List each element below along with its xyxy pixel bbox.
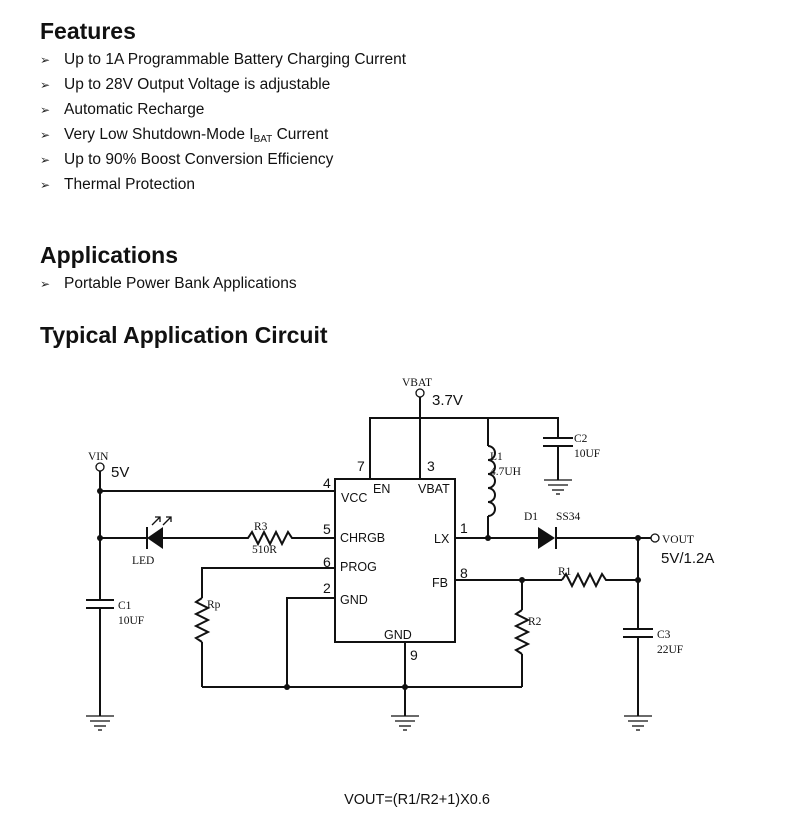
pin-vcc-label: VCC bbox=[341, 491, 367, 505]
vbat-terminal bbox=[415, 388, 425, 398]
l1-inductor bbox=[487, 445, 496, 517]
r3-value: 510R bbox=[252, 544, 277, 556]
arrowhead-bullet-icon: ➢ bbox=[40, 78, 51, 92]
list-item-text: Up to 28V Output Voltage is adjustable bbox=[64, 76, 331, 93]
list-item-text: Up to 1A Programmable Battery Charging C… bbox=[64, 51, 407, 68]
rp-resistor bbox=[193, 597, 211, 643]
vbat-label: VBAT bbox=[402, 377, 432, 389]
c3-label: C3 bbox=[657, 629, 671, 641]
pin-vbat-number: 3 bbox=[427, 458, 435, 474]
ic-chip-body bbox=[334, 478, 456, 643]
pin-lx-number: 1 bbox=[460, 520, 468, 536]
arrowhead-bullet-icon: ➢ bbox=[40, 178, 51, 192]
l1-value: 4.7UH bbox=[490, 466, 521, 478]
r1-label: R1 bbox=[558, 566, 572, 578]
vin-voltage: 5V bbox=[111, 464, 129, 481]
vbat-voltage: 3.7V bbox=[432, 392, 463, 409]
applications-heading: Applications bbox=[40, 242, 179, 268]
junction-dot bbox=[485, 535, 491, 541]
pin-chrgb-number: 5 bbox=[323, 521, 331, 537]
ground-icon bbox=[391, 715, 419, 731]
vout-value: 5V/1.2A bbox=[661, 550, 714, 567]
led-label: LED bbox=[132, 555, 154, 567]
pin-gnd-left-number: 2 bbox=[323, 580, 331, 596]
list-item: ➢ Up to 90% Boost Conversion Efficiency bbox=[40, 147, 406, 172]
r3-resistor bbox=[163, 529, 335, 547]
r3-label: R3 bbox=[254, 521, 268, 533]
ground-icon bbox=[86, 715, 114, 731]
vout-terminal bbox=[650, 533, 660, 543]
pin-en-number: 7 bbox=[357, 458, 365, 474]
l1-label: L1 bbox=[490, 451, 503, 463]
junction-dot bbox=[97, 488, 103, 494]
pin-prog-number: 6 bbox=[323, 554, 331, 570]
pin-vcc-number: 4 bbox=[323, 475, 331, 491]
pin-gnd-bottom-number: 9 bbox=[410, 647, 418, 663]
circuit-heading: Typical Application Circuit bbox=[40, 322, 328, 348]
ground-icon bbox=[624, 715, 652, 731]
list-item-text: Up to 90% Boost Conversion Efficiency bbox=[64, 151, 334, 168]
pin-fb-number: 8 bbox=[460, 565, 468, 581]
r1-resistor bbox=[561, 571, 638, 589]
arrowhead-bullet-icon: ➢ bbox=[40, 128, 51, 142]
wire bbox=[201, 567, 335, 598]
arrowhead-bullet-icon: ➢ bbox=[40, 103, 51, 117]
c3-value: 22UF bbox=[657, 644, 683, 656]
list-item: ➢ Very Low Shutdown-Mode IBAT Current bbox=[40, 122, 406, 147]
pin-gnd-bottom-label: GND bbox=[384, 628, 412, 642]
junction-dot bbox=[97, 535, 103, 541]
list-item: ➢ Portable Power Bank Applications bbox=[40, 271, 297, 296]
vin-terminal bbox=[95, 462, 105, 472]
list-item-text: Thermal Protection bbox=[64, 176, 195, 193]
application-circuit-diagram: VBAT 3.7V C2 10UF L1 4.7UH 7 3 VCC EN VB… bbox=[86, 377, 714, 731]
d1-value: SS34 bbox=[556, 511, 581, 523]
list-item-text: Portable Power Bank Applications bbox=[64, 275, 297, 292]
applications-list: ➢ Portable Power Bank Applications bbox=[40, 271, 297, 296]
c2-value: 10UF bbox=[574, 448, 600, 460]
pin-vbat-label: VBAT bbox=[418, 482, 450, 496]
c1-label: C1 bbox=[118, 600, 132, 612]
vout-label: VOUT bbox=[662, 534, 694, 546]
ground-icon bbox=[544, 479, 572, 495]
rp-label: Rp bbox=[207, 599, 221, 611]
pin-fb-label: FB bbox=[432, 576, 448, 590]
r2-resistor bbox=[513, 609, 531, 655]
arrowhead-bullet-icon: ➢ bbox=[40, 53, 51, 67]
arrowhead-bullet-icon: ➢ bbox=[40, 153, 51, 167]
junction-dot bbox=[284, 684, 290, 690]
features-heading: Features bbox=[40, 18, 136, 44]
wire bbox=[369, 417, 559, 479]
pin-lx-label: LX bbox=[434, 532, 450, 546]
pin-en-label: EN bbox=[373, 482, 390, 496]
list-item-text: Very Low Shutdown-Mode I bbox=[64, 126, 254, 143]
r2-label: R2 bbox=[528, 616, 542, 628]
pin-chrgb-label: CHRGB bbox=[340, 531, 385, 545]
arrowhead-bullet-icon: ➢ bbox=[40, 277, 51, 291]
pin-gnd-left-label: GND bbox=[340, 593, 368, 607]
led-diode bbox=[147, 527, 163, 549]
c1-value: 10UF bbox=[118, 615, 144, 627]
features-list: ➢ Up to 1A Programmable Battery Charging … bbox=[40, 47, 406, 197]
list-item: ➢ Up to 28V Output Voltage is adjustable bbox=[40, 72, 406, 97]
led-light-arrows-icon bbox=[151, 516, 172, 526]
c2-label: C2 bbox=[574, 433, 588, 445]
list-item-suffix: Current bbox=[272, 126, 329, 143]
d1-diode bbox=[538, 527, 555, 549]
list-item-subscript: BAT bbox=[253, 134, 273, 145]
d1-label: D1 bbox=[524, 511, 538, 523]
list-item: ➢ Automatic Recharge bbox=[40, 97, 406, 122]
pin-prog-label: PROG bbox=[340, 560, 377, 574]
list-item-text: Automatic Recharge bbox=[64, 101, 205, 118]
list-item: ➢ Up to 1A Programmable Battery Charging … bbox=[40, 47, 406, 72]
vin-label: VIN bbox=[88, 451, 109, 463]
output-voltage-formula: VOUT=(R1/R2+1)X0.6 bbox=[344, 792, 490, 808]
list-item: ➢ Thermal Protection bbox=[40, 172, 406, 197]
wire bbox=[286, 597, 335, 687]
